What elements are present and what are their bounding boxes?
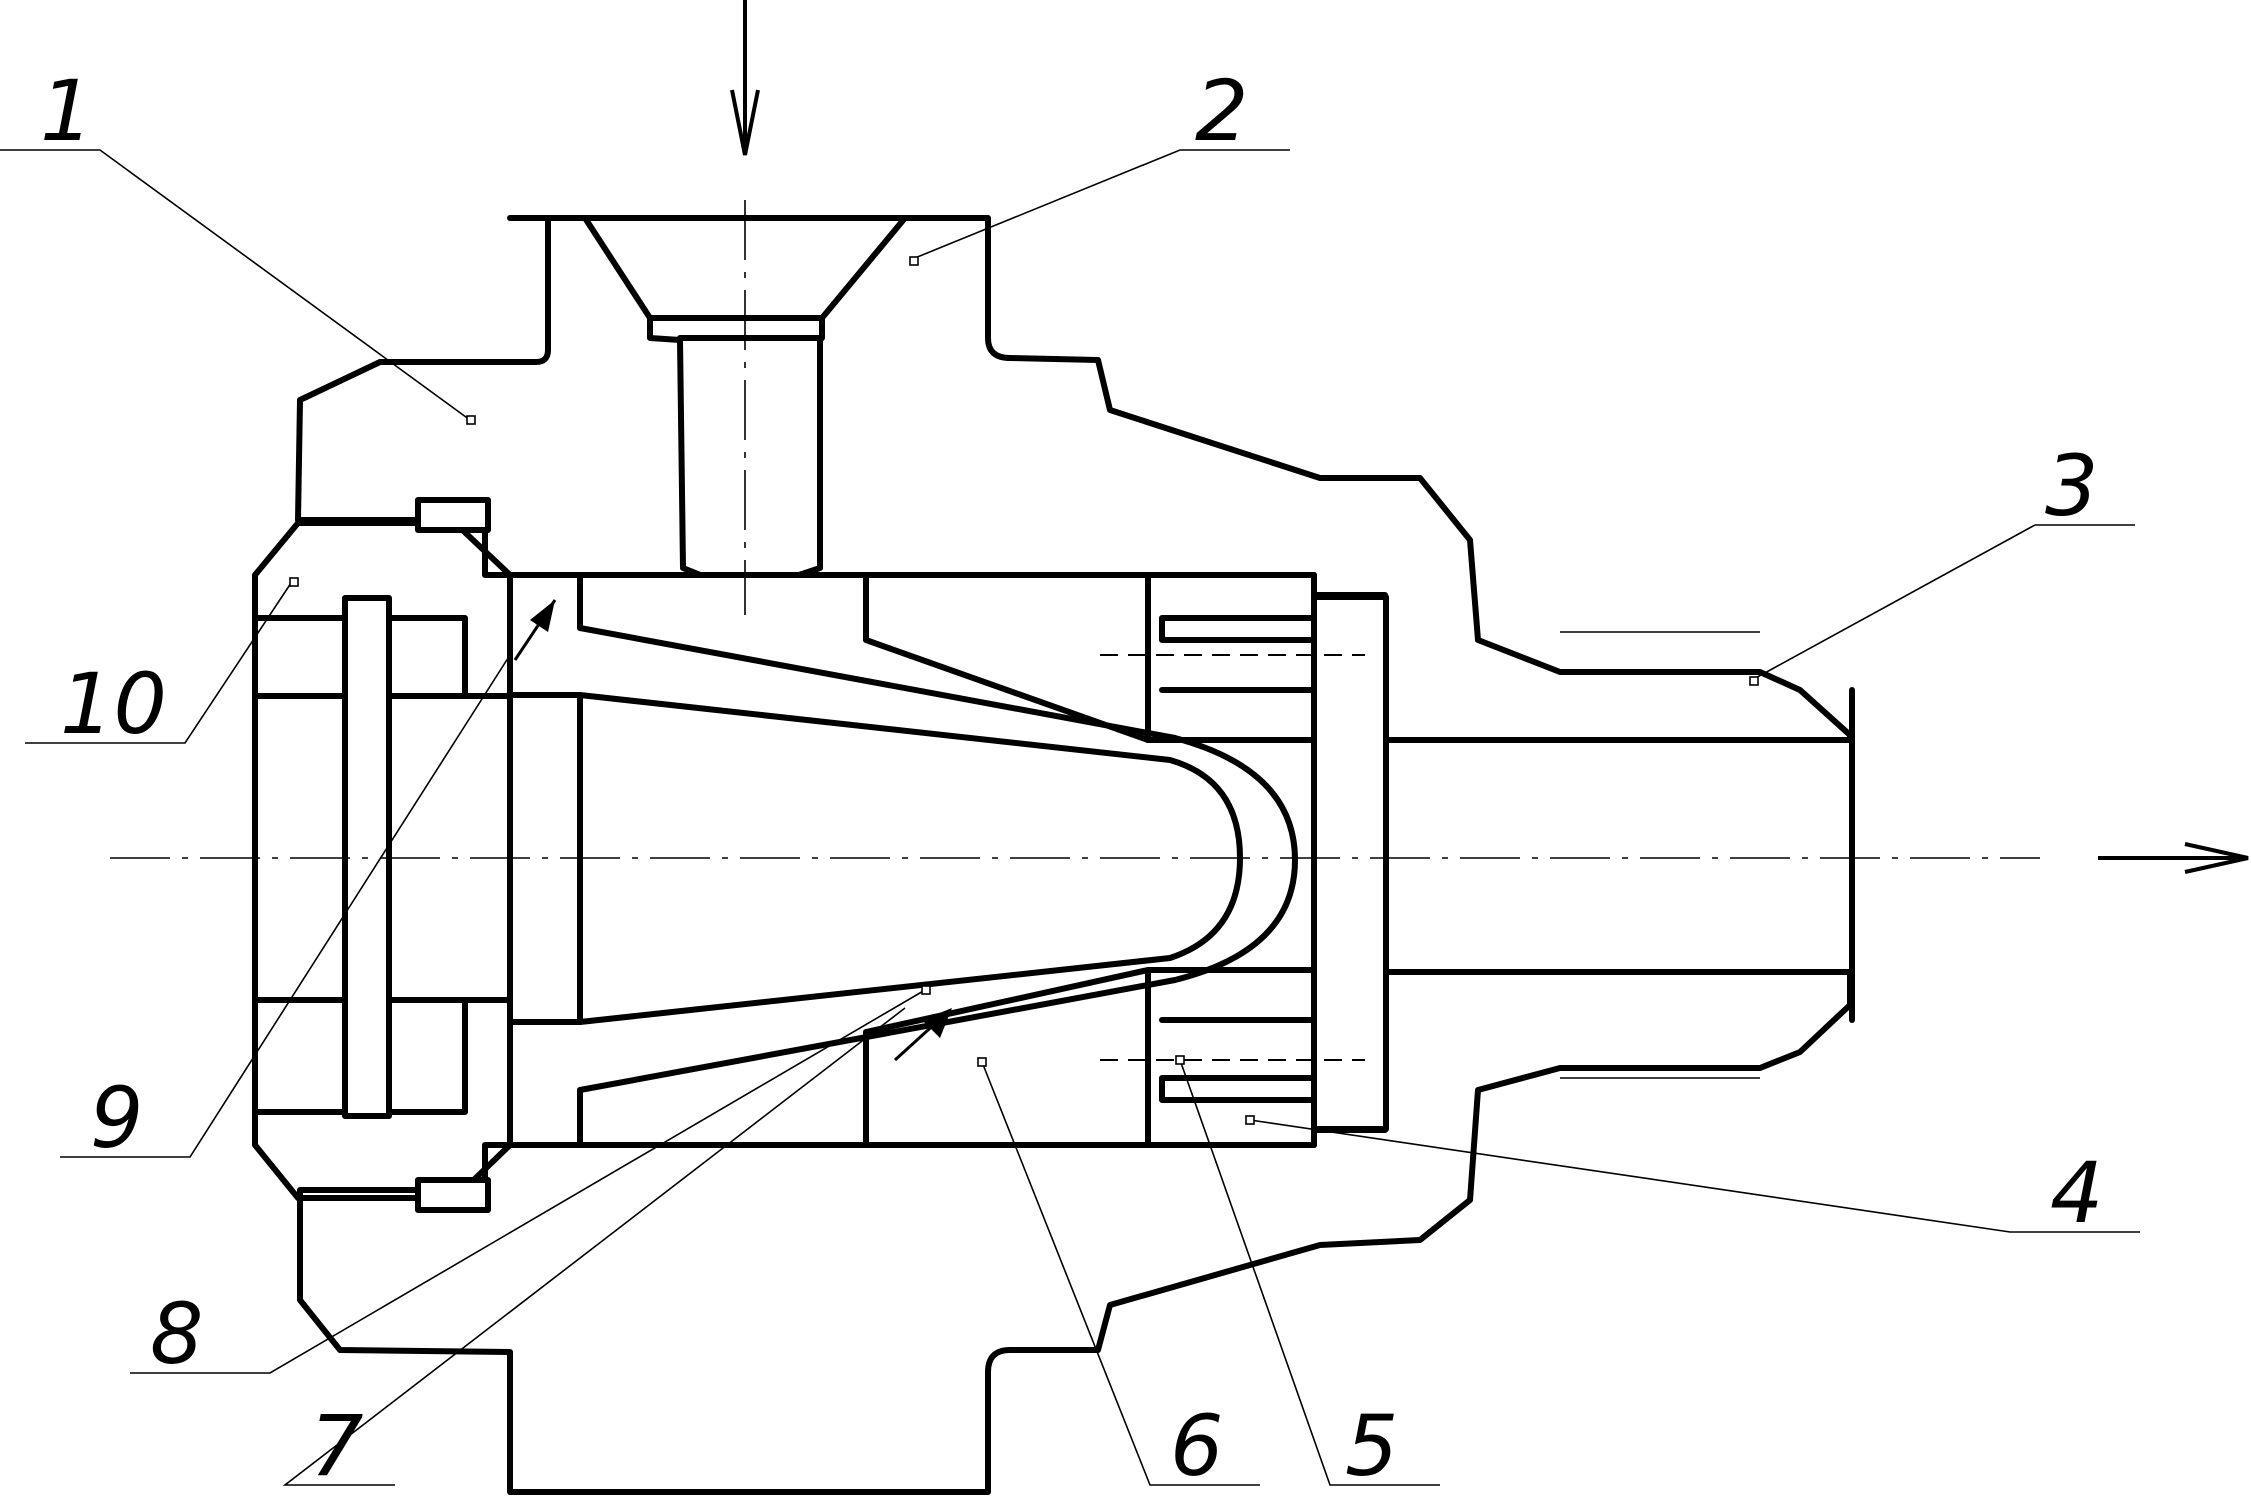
inlet-port bbox=[582, 215, 908, 596]
callout-labels: 1 2 3 4 5 6 7 8 9 10 bbox=[40, 62, 2103, 1495]
flow-arrow-lower-icon bbox=[893, 1008, 952, 1062]
point-markers bbox=[289, 256, 1759, 1125]
left-nut bbox=[252, 497, 513, 1213]
filter-blocks bbox=[863, 572, 1317, 1148]
outlet-bore bbox=[1385, 687, 1855, 1023]
callout-2: 2 bbox=[1195, 62, 1248, 160]
callout-4: 4 bbox=[2050, 1144, 2103, 1242]
outlet-fitting bbox=[1560, 631, 1760, 1079]
callout-5: 5 bbox=[1345, 1397, 1398, 1495]
housing-body bbox=[295, 215, 1853, 1495]
callout-7: 7 bbox=[310, 1397, 363, 1495]
leader-lines bbox=[0, 149, 2140, 1486]
center-lines bbox=[110, 200, 2040, 1061]
callout-9: 9 bbox=[90, 1069, 143, 1167]
callout-8: 8 bbox=[150, 1285, 203, 1383]
callout-10: 10 bbox=[60, 655, 167, 753]
callout-3: 3 bbox=[2045, 437, 2098, 535]
callout-1: 1 bbox=[40, 62, 93, 160]
inlet-arrow-icon bbox=[730, 0, 760, 156]
callout-6: 6 bbox=[1170, 1397, 1223, 1495]
outlet-arrow-icon bbox=[2098, 842, 2249, 874]
flow-arrow-upper-icon bbox=[513, 599, 557, 661]
